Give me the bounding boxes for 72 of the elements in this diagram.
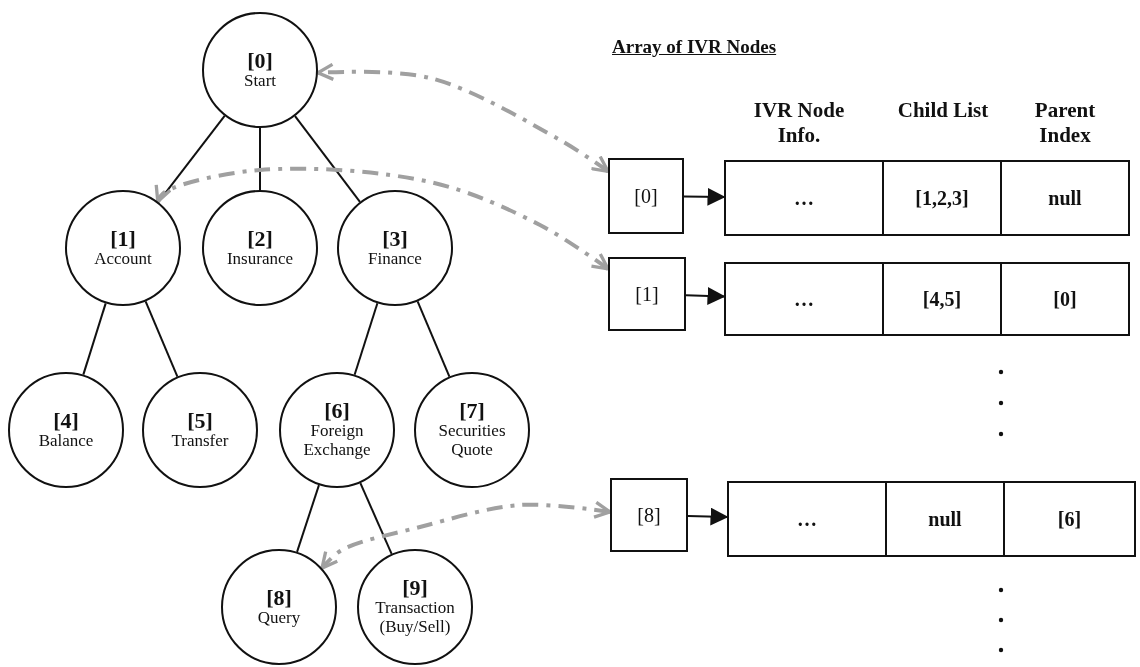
index-box (608, 158, 684, 234)
tree-link (296, 484, 320, 553)
cell-text: [1] (635, 282, 659, 306)
cell-text: … (794, 186, 814, 210)
dashed-pointer-arrow (154, 166, 610, 271)
cell-text: null (928, 507, 962, 531)
menu-node-circle (202, 12, 318, 128)
arrow (683, 187, 726, 206)
node-name: Account (94, 249, 152, 269)
node-index: [5] (187, 409, 213, 432)
cell-text: [0] (1053, 287, 1077, 311)
arrow (685, 286, 726, 305)
node-name: Securities Quote (437, 422, 507, 460)
node-name: Transfer (171, 431, 229, 451)
cell-text: [1,2,3] (915, 186, 969, 210)
tree-link (144, 300, 179, 378)
node-index: [7] (459, 400, 485, 423)
cell-text: [4,5] (922, 287, 962, 311)
array-title: Array of IVR Nodes (612, 36, 777, 58)
tree-link (353, 302, 379, 376)
column-header: Child List (896, 98, 990, 124)
menu-node-circle (142, 372, 258, 488)
record-cell (1000, 160, 1130, 236)
index-box (608, 257, 686, 331)
menu-node-circle (414, 372, 530, 488)
tree-link (259, 127, 261, 191)
tree-link (82, 302, 107, 376)
cell-text: … (797, 507, 817, 531)
record-cell (882, 160, 1002, 236)
node-index: [0] (247, 49, 273, 72)
arrow (687, 507, 729, 526)
node-name: Query (257, 608, 301, 628)
tree-link (416, 300, 451, 378)
menu-node-circle (202, 190, 318, 306)
node-index: [9] (402, 577, 428, 600)
cell-text: [6] (1057, 507, 1082, 531)
index-box (610, 478, 688, 552)
node-name: Start (243, 71, 277, 91)
cell-text: [0] (634, 184, 658, 208)
menu-node-circle (65, 190, 181, 306)
record-cell (1003, 481, 1136, 557)
menu-node-circle (337, 190, 453, 306)
node-name: Foreign Exchange (302, 422, 372, 460)
dashed-pointer-arrow (320, 500, 612, 570)
menu-node-circle (221, 549, 337, 665)
dashed-pointer-arrow (316, 62, 610, 173)
cell-text: … (794, 287, 814, 311)
tree-link (294, 115, 361, 203)
column-header: Parent Index (1033, 98, 1097, 149)
cell-text: [8] (637, 503, 661, 527)
record-cell (882, 262, 1002, 336)
record-cell (727, 481, 887, 557)
record-cell (724, 160, 884, 236)
menu-node-circle (357, 549, 473, 665)
node-index: [8] (266, 586, 292, 609)
tree-link (359, 482, 393, 555)
menu-node-circle (8, 372, 124, 488)
node-name: Balance (38, 431, 94, 451)
node-name: Transaction (Buy/Sell) (374, 599, 456, 637)
node-name: Finance (368, 249, 422, 269)
node-index: [1] (110, 227, 136, 250)
node-index: [4] (53, 409, 79, 432)
menu-node-circle (279, 372, 395, 488)
node-name: Insurance (226, 249, 294, 269)
record-cell (1000, 262, 1130, 336)
node-index: [3] (382, 227, 408, 250)
cell-text: null (1048, 186, 1082, 210)
column-header: IVR Node Info. (752, 98, 846, 149)
record-cell (724, 262, 884, 336)
node-index: [6] (324, 400, 350, 423)
node-index: [2] (247, 227, 273, 250)
record-cell (885, 481, 1005, 557)
